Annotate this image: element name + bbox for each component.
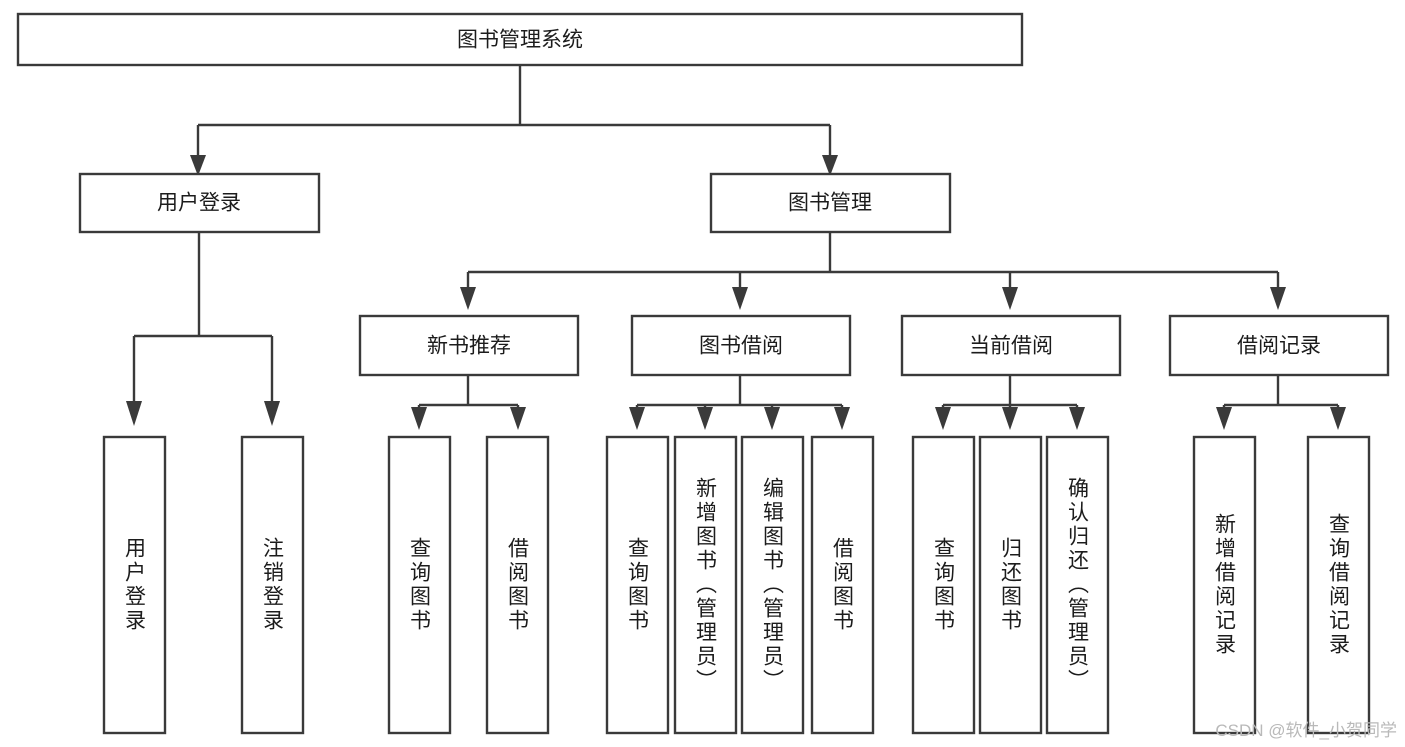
node-new-book-recommend-box[interactable] [358, 314, 580, 377]
node-leaf-query-book-current-box[interactable] [911, 435, 976, 735]
node-leaf-query-book-recommend[interactable]: 查询图书 [387, 435, 452, 735]
node-leaf-query-book-borrow[interactable]: 查询图书 [605, 435, 670, 735]
node-leaf-confirm-return-admin-label: 确认归还（管理员） [1066, 477, 1090, 693]
node-borrow-record-box[interactable] [1168, 314, 1390, 377]
arrow-l3-1-to-leaf5 [697, 407, 713, 430]
node-new-book-recommend-label: 新书推荐 [427, 335, 511, 358]
node-leaf-confirm-return-admin-box[interactable] [1045, 435, 1110, 735]
node-leaf-add-book-admin-box[interactable] [673, 435, 738, 735]
arrow-l3-1-to-leaf6 [764, 407, 780, 430]
node-leaf-add-borrow-record[interactable]: 新增借阅记录 [1192, 435, 1257, 735]
node-book-borrow-label: 图书借阅 [699, 335, 783, 358]
node-leaf-edit-book-admin-label: 编辑图书（管理员） [761, 477, 785, 693]
node-current-borrow-label: 当前借阅 [969, 335, 1053, 358]
node-book-management[interactable]: 图书管理 [709, 172, 952, 234]
node-root-box[interactable] [16, 12, 1024, 67]
node-borrow-record[interactable]: 借阅记录 [1168, 314, 1390, 377]
arrow-l3-3-to-leaf11 [1216, 407, 1232, 430]
node-leaf-user-login-label: 用户登录 [123, 537, 147, 633]
node-leaf-add-borrow-record-box[interactable] [1192, 435, 1257, 735]
node-leaf-logout-box[interactable] [240, 435, 305, 735]
node-leaf-confirm-return-admin[interactable]: 确认归还（管理员） [1045, 435, 1110, 735]
node-user-login-label: 用户登录 [157, 192, 241, 215]
arrow-l3-2-to-leaf8 [935, 407, 951, 430]
arrow-l3-2-to-leaf9 [1002, 407, 1018, 430]
node-new-book-recommend[interactable]: 新书推荐 [358, 314, 580, 377]
arrow-book-mgmt-to-l3-0 [460, 287, 476, 310]
node-current-borrow[interactable]: 当前借阅 [900, 314, 1122, 377]
node-leaf-query-book-current[interactable]: 查询图书 [911, 435, 976, 735]
arrow-user-login-to-leaf1 [264, 401, 280, 426]
node-leaf-query-book-current-label: 查询图书 [932, 537, 956, 633]
node-leaf-user-login-box[interactable] [102, 435, 167, 735]
node-user-login[interactable]: 用户登录 [78, 172, 321, 234]
arrow-l3-0-to-leaf2 [411, 407, 427, 430]
node-leaf-query-book-borrow-box[interactable] [605, 435, 670, 735]
arrow-l3-1-to-leaf4 [629, 407, 645, 430]
node-leaf-logout[interactable]: 注销登录 [240, 435, 305, 735]
node-leaf-query-book-borrow-label: 查询图书 [626, 537, 650, 633]
node-leaf-query-borrow-record-label: 查询借阅记录 [1327, 513, 1351, 657]
arrow-root-to-user-login [190, 155, 206, 176]
node-leaf-query-book-recommend-box[interactable] [387, 435, 452, 735]
arrow-book-mgmt-to-l3-1 [732, 287, 748, 310]
node-leaf-logout-label: 注销登录 [261, 537, 285, 633]
node-leaf-borrow-book-recommend-box[interactable] [485, 435, 550, 735]
arrow-root-to-book-mgmt [822, 155, 838, 176]
node-leaf-borrow-book-box[interactable] [810, 435, 875, 735]
node-user-login-box[interactable] [78, 172, 321, 234]
node-leaf-edit-book-admin[interactable]: 编辑图书（管理员） [740, 435, 805, 735]
node-root-label: 图书管理系统 [457, 29, 583, 52]
arrow-l3-1-to-leaf7 [834, 407, 850, 430]
node-leaf-return-book[interactable]: 归还图书 [978, 435, 1043, 735]
arrow-book-mgmt-to-l3-3 [1270, 287, 1286, 310]
node-leaf-add-book-admin-label: 新增图书（管理员） [694, 477, 718, 693]
csdn-watermark: CSDN @软件_小贺同学 [1215, 721, 1397, 740]
connector-layer [126, 65, 1346, 430]
node-leaf-borrow-book-recommend-label: 借阅图书 [506, 537, 530, 633]
node-leaf-add-borrow-record-label: 新增借阅记录 [1213, 513, 1237, 657]
arrow-book-mgmt-to-l3-2 [1002, 287, 1018, 310]
node-leaf-query-borrow-record[interactable]: 查询借阅记录 [1306, 435, 1371, 735]
node-leaf-borrow-book-recommend[interactable]: 借阅图书 [485, 435, 550, 735]
arrow-l3-0-to-leaf3 [510, 407, 526, 430]
node-leaf-query-borrow-record-box[interactable] [1306, 435, 1371, 735]
node-current-borrow-box[interactable] [900, 314, 1122, 377]
node-book-borrow[interactable]: 图书借阅 [630, 314, 852, 377]
node-leaf-borrow-book[interactable]: 借阅图书 [810, 435, 875, 735]
node-book-management-box[interactable] [709, 172, 952, 234]
node-leaf-user-login[interactable]: 用户登录 [102, 435, 167, 735]
arrow-user-login-to-leaf0 [126, 401, 142, 426]
node-leaf-return-book-label: 归还图书 [999, 537, 1023, 633]
node-leaf-return-book-box[interactable] [978, 435, 1043, 735]
node-borrow-record-label: 借阅记录 [1237, 335, 1321, 358]
node-leaf-borrow-book-label: 借阅图书 [831, 537, 855, 633]
arrow-l3-3-to-leaf12 [1330, 407, 1346, 430]
node-root[interactable]: 图书管理系统 [16, 12, 1024, 67]
node-leaf-edit-book-admin-box[interactable] [740, 435, 805, 735]
node-leaf-add-book-admin[interactable]: 新增图书（管理员） [673, 435, 738, 735]
node-leaf-query-book-recommend-label: 查询图书 [408, 537, 432, 633]
arrow-l3-2-to-leaf10 [1069, 407, 1085, 430]
node-book-borrow-box[interactable] [630, 314, 852, 377]
node-book-management-label: 图书管理 [788, 192, 872, 215]
